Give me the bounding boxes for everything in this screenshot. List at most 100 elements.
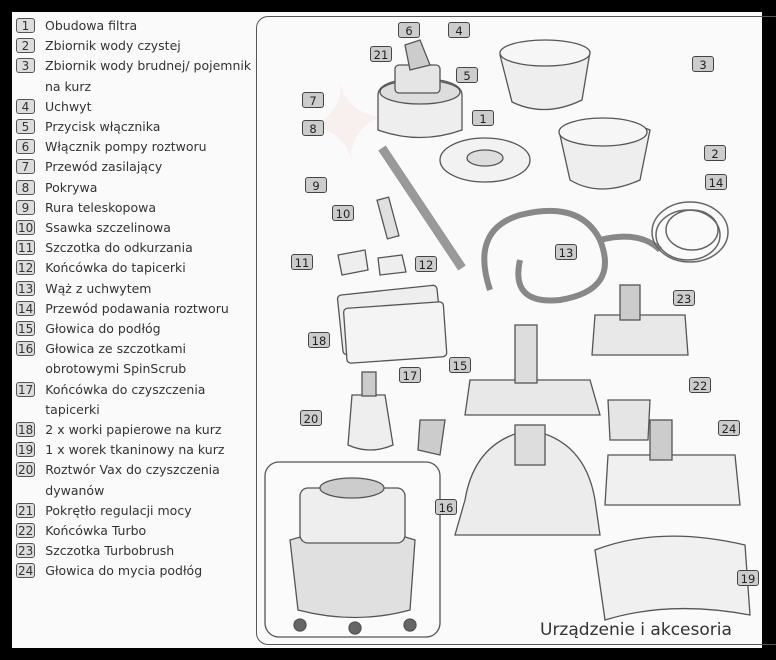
- legend-item: 21 Pokrętło regulacji mocy: [16, 501, 256, 521]
- callout-23: 23: [673, 290, 695, 306]
- legend-item: 15 Głowica do podłóg: [16, 319, 256, 339]
- legend-item: 12 Końcówka do tapicerki: [16, 258, 256, 278]
- callout-12: 12: [415, 256, 437, 272]
- turbo-tool-drawing: [607, 399, 651, 441]
- telescopic-pipe-drawing: [378, 145, 466, 271]
- callout-3: 3: [692, 56, 714, 72]
- callout-6: 6: [398, 22, 420, 38]
- callout-2: 2: [704, 145, 726, 161]
- legend-item: 11 Szczotka do odkurzania: [16, 238, 256, 258]
- legend-number: 1: [16, 18, 35, 33]
- legend-number: 23: [16, 543, 36, 559]
- legend-item: 16 Głowica ze szczotkami obrotowymi SpinS…: [16, 339, 256, 379]
- main-unit-drawing: [289, 477, 417, 635]
- legend-text: Końcówka do tapicerki: [45, 260, 186, 276]
- legend-text: Rura teleskopowa: [45, 199, 156, 215]
- callout-17: 17: [399, 367, 421, 383]
- legend-number: 13: [16, 280, 36, 296]
- legend-number: 4: [16, 98, 35, 114]
- legend-text: Głowica do podłóg: [45, 321, 161, 337]
- callout-13: 13: [555, 244, 577, 260]
- legend-text: Głowica ze szczotkami obrotowymi SpinScr…: [45, 341, 187, 377]
- legend-number: 21: [16, 502, 36, 518]
- legend-number: 8: [16, 179, 35, 195]
- legend-text: Włącznik pompy roztworu: [45, 139, 207, 155]
- callout-11: 11: [291, 254, 313, 270]
- solution-bottle-drawing: [347, 394, 394, 451]
- callout-15: 15: [449, 357, 471, 373]
- callout-22: 22: [689, 377, 711, 393]
- legend-item: 14 Przewód podawania roztworu: [16, 299, 256, 319]
- legend-number: 19: [16, 442, 36, 458]
- legend-number: 20: [16, 462, 36, 478]
- legend-number: 18: [16, 422, 36, 438]
- legend-text: Ssawka szczelinowa: [45, 220, 171, 236]
- legend-text: Pokrywa: [45, 179, 98, 195]
- legend-text: Końcówka do czyszczenia tapicerki: [45, 381, 206, 417]
- filter-housing-drawing: [377, 39, 463, 139]
- callout-9: 9: [305, 177, 327, 193]
- upholstery-cleaning-tool-drawing: [417, 419, 446, 456]
- legend-number: 15: [16, 321, 36, 337]
- legend-item: 6 Włącznik pompy roztworu: [16, 137, 256, 157]
- legend-item: 1 Obudowa filtra: [16, 16, 256, 36]
- callout-4: 4: [448, 22, 470, 38]
- legend-item: 10 Ssawka szczelinowa: [16, 218, 256, 238]
- legend-number: 10: [16, 220, 36, 236]
- floor-wash-head-drawing: [604, 454, 741, 506]
- turbobrush-drawing: [591, 314, 689, 356]
- callout-5: 5: [456, 67, 478, 83]
- legend-text: Zbiornik wody czystej: [45, 38, 181, 54]
- callout-8: 8: [302, 120, 324, 136]
- legend-text: Roztwór Vax do czyszczenia dywanów: [45, 462, 220, 498]
- callout-7: 7: [302, 92, 324, 108]
- legend-number: 17: [16, 381, 36, 397]
- callout-18: 18: [308, 332, 330, 348]
- legend-text: Obudowa filtra: [45, 18, 138, 33]
- legend-number: 3: [16, 58, 35, 74]
- legend-item: 23 Szczotka Turbobrush: [16, 541, 256, 561]
- legend-text: Szczotka Turbobrush: [45, 543, 175, 559]
- legend-number: 6: [16, 139, 35, 155]
- legend-number: 16: [16, 341, 36, 357]
- legend-text: Przycisk włącznika: [45, 119, 161, 135]
- dusting-brush-drawing: [337, 249, 369, 276]
- legend-item: 7 Przewód zasilający: [16, 157, 256, 177]
- callout-21: 21: [370, 46, 392, 62]
- legend-text: Szczotka do odkurzania: [45, 240, 193, 256]
- illustration-panel: [256, 16, 776, 645]
- legend-text: Przewód podawania roztworu: [45, 300, 229, 316]
- callout-20: 20: [300, 410, 322, 426]
- callout-1: 1: [472, 110, 494, 126]
- legend-item: 4 Uchwyt: [16, 97, 256, 117]
- legend-text: Przewód zasilający: [45, 159, 163, 175]
- crevice-tool-drawing: [376, 196, 400, 240]
- legend-number: 9: [16, 199, 35, 215]
- floor-head-drawing: [464, 379, 601, 416]
- legend-text: Głowica do mycia podłóg: [45, 563, 203, 579]
- legend-item: 19 1 x worek tkaninowy na kurz: [16, 440, 256, 460]
- callout-10: 10: [332, 205, 354, 221]
- callout-19: 19: [737, 570, 759, 586]
- legend-number: 12: [16, 260, 36, 276]
- legend-number: 22: [16, 523, 36, 539]
- legend-text: 2 x worki papierowe na kurz: [45, 422, 222, 438]
- legend-text: 1 x worek tkaninowy na kurz: [45, 442, 225, 458]
- legend-number: 11: [16, 240, 36, 256]
- legend-item: 17 Końcówka do czyszczenia tapicerki: [16, 380, 256, 420]
- callout-24: 24: [718, 420, 740, 436]
- cloth-bag-drawing: [594, 535, 751, 621]
- legend-number: 5: [16, 119, 35, 135]
- legend-item: 5 Przycisk włącznika: [16, 117, 256, 137]
- legend-text: Pokrętło regulacji mocy: [45, 502, 192, 518]
- legend-number: 14: [16, 300, 36, 316]
- solution-hose-drawing: [651, 201, 729, 263]
- legend-number: 7: [16, 159, 35, 175]
- legend-text: Uchwyt: [45, 98, 92, 114]
